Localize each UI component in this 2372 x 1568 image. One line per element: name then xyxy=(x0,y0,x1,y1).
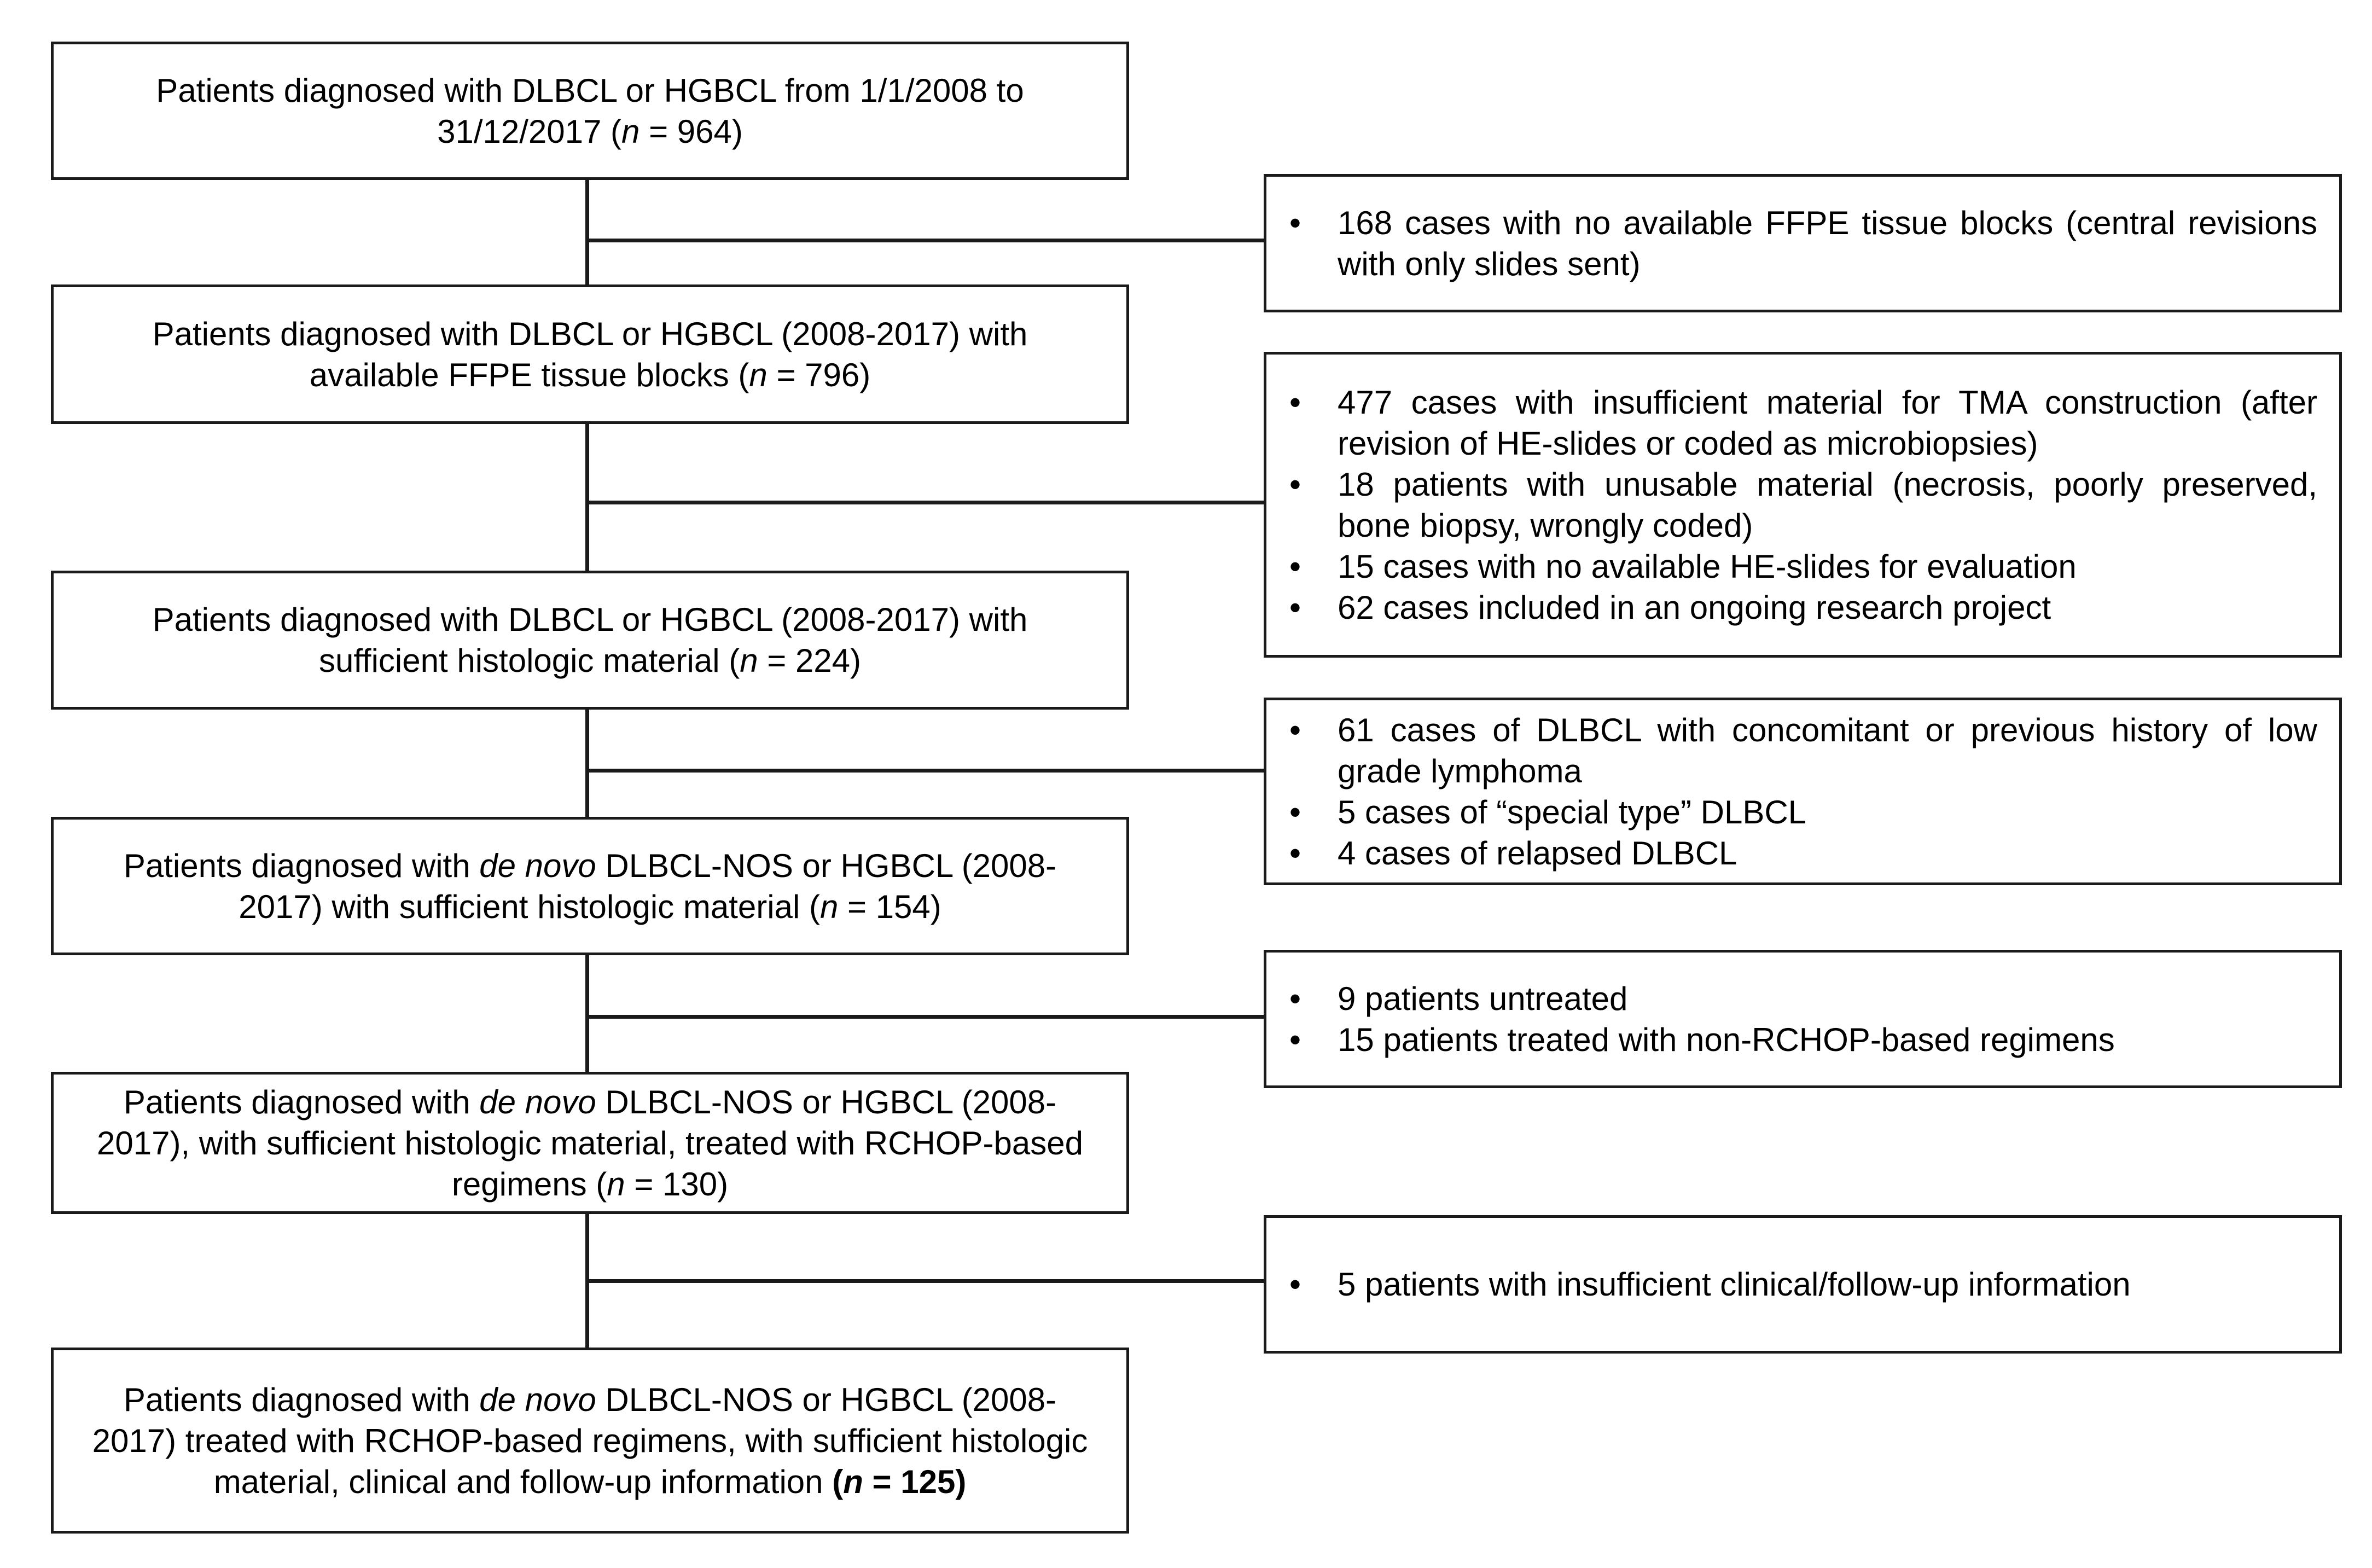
exclusion-box-2: 477 cases with insufficient material for… xyxy=(1264,352,2342,658)
step-box-1: Patients diagnosed with DLBCL or HGBCL f… xyxy=(51,42,1129,180)
exclusion-box-4: 9 patients untreated 15 patients treated… xyxy=(1264,950,2342,1088)
step-box-4: Patients diagnosed with de novo DLBCL-NO… xyxy=(51,817,1129,955)
exclusion-item: 15 patients treated with non-RCHOP-based… xyxy=(1266,1019,2317,1060)
exclusion-box-3: 61 cases of DLBCL with concomitant or pr… xyxy=(1264,698,2342,885)
connector-branch-2 xyxy=(585,501,1264,504)
step-text-2: Patients diagnosed with DLBCL or HGBCL (… xyxy=(152,315,1028,393)
exclusion-item: 5 cases of “special type” DLBCL xyxy=(1266,792,2317,833)
step-text-6: Patients diagnosed with de novo DLBCL-NO… xyxy=(92,1381,1088,1500)
exclusion-box-5: 5 patients with insufficient clinical/fo… xyxy=(1264,1215,2342,1354)
step-text-1: Patients diagnosed with DLBCL or HGBCL f… xyxy=(156,72,1024,150)
exclusion-item: 9 patients untreated xyxy=(1266,978,2317,1019)
exclusion-item: 168 cases with no available FFPE tissue … xyxy=(1266,202,2317,284)
connector-branch-3 xyxy=(585,769,1264,773)
exclusion-item: 18 patients with unusable material (necr… xyxy=(1266,464,2317,546)
connector-branch-5 xyxy=(585,1279,1264,1283)
connector-main-1 xyxy=(585,180,589,284)
step-box-3: Patients diagnosed with DLBCL or HGBCL (… xyxy=(51,571,1129,710)
step-text-4: Patients diagnosed with de novo DLBCL-NO… xyxy=(123,847,1057,925)
exclusion-box-1: 168 cases with no available FFPE tissue … xyxy=(1264,174,2342,312)
connector-main-2 xyxy=(585,424,589,571)
connector-branch-4 xyxy=(585,1015,1264,1019)
connector-main-4 xyxy=(585,955,589,1072)
step-box-5: Patients diagnosed with de novo DLBCL-NO… xyxy=(51,1072,1129,1214)
exclusion-item: 4 cases of relapsed DLBCL xyxy=(1266,833,2317,874)
exclusion-item: 15 cases with no available HE-slides for… xyxy=(1266,546,2317,587)
step-text-3: Patients diagnosed with DLBCL or HGBCL (… xyxy=(152,601,1028,679)
connector-main-3 xyxy=(585,710,589,817)
connector-branch-1 xyxy=(585,239,1264,242)
step-box-6: Patients diagnosed with de novo DLBCL-NO… xyxy=(51,1348,1129,1534)
exclusion-item: 5 patients with insufficient clinical/fo… xyxy=(1266,1264,2317,1305)
exclusion-item: 477 cases with insufficient material for… xyxy=(1266,382,2317,464)
step-text-5: Patients diagnosed with de novo DLBCL-NO… xyxy=(96,1083,1084,1203)
step-box-2: Patients diagnosed with DLBCL or HGBCL (… xyxy=(51,284,1129,424)
exclusion-item: 61 cases of DLBCL with concomitant or pr… xyxy=(1266,710,2317,792)
exclusion-item: 62 cases included in an ongoing research… xyxy=(1266,587,2317,628)
